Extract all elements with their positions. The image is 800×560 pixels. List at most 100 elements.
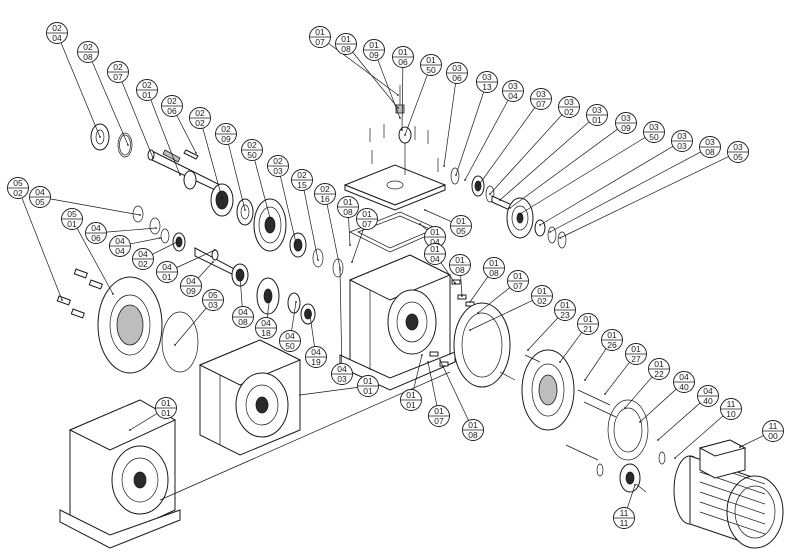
callout-group-number: 02 — [52, 23, 62, 33]
leader-dot — [269, 217, 271, 219]
leader-line — [489, 114, 563, 195]
leader-dot — [212, 261, 214, 263]
callout-item-number: 06 — [452, 73, 462, 83]
callout-group-number: 03 — [508, 81, 518, 91]
leader-dot — [239, 275, 241, 277]
callout-item-number: 05 — [733, 152, 743, 162]
leader-dot — [159, 237, 161, 239]
leader-dot — [527, 349, 529, 351]
callout-item-number: 40 — [703, 396, 713, 406]
callout-item-number: 50 — [426, 65, 436, 75]
callout-item-number: 01 — [161, 408, 171, 418]
callout-group-number: 02 — [167, 96, 177, 106]
leader-line — [106, 227, 157, 233]
electric-motor — [673, 439, 784, 549]
callout-group-number: 04 — [679, 372, 689, 382]
callout-group-number: 03 — [482, 72, 492, 82]
callout-item-number: 50 — [649, 132, 659, 142]
callout-group-number: 05 — [13, 178, 23, 188]
callout-group-number: 02 — [247, 140, 257, 150]
leader-line — [674, 415, 724, 459]
leader-line — [76, 228, 114, 295]
callout-item-number: 27 — [631, 354, 641, 364]
callout-item-number: 50 — [247, 150, 257, 160]
callout-group-number: 03 — [564, 97, 574, 107]
callout-item-number: 03 — [337, 374, 347, 384]
leader-line — [129, 413, 158, 431]
circlip — [117, 132, 133, 158]
leader-line — [624, 376, 653, 409]
leader-dot — [439, 359, 441, 361]
seal-ring — [149, 217, 161, 235]
leader-dot — [519, 213, 521, 215]
callout-group-number: 02 — [195, 108, 205, 118]
leader-line — [254, 160, 271, 219]
callout-group-number: 04 — [703, 386, 713, 396]
callout-item-number: 08 — [83, 52, 93, 62]
leader-dot — [477, 185, 479, 187]
callout-item-number: 08 — [455, 265, 465, 275]
callout-item-number: 04 — [115, 246, 125, 256]
callout-item-number: 04 — [430, 254, 440, 264]
leader-dot — [295, 242, 297, 244]
circlip — [596, 451, 666, 477]
leader-line — [50, 198, 141, 216]
callout-group-number: 04 — [238, 307, 248, 317]
callout-group-number: 01 — [607, 330, 617, 340]
leader-line — [499, 121, 590, 201]
callout-group-number: 02 — [221, 124, 231, 134]
leader-line — [424, 209, 452, 223]
callout-item-number: 21 — [583, 324, 593, 334]
leader-line — [440, 262, 456, 284]
leader-line — [626, 484, 636, 509]
leader-line — [176, 115, 197, 154]
callout-group-number: 02 — [297, 170, 307, 180]
leader-dot — [214, 249, 216, 251]
leader-line — [404, 74, 428, 136]
motor-flange — [521, 349, 575, 431]
leader-line — [91, 61, 129, 146]
leader-dot — [584, 379, 586, 381]
callout-item-number: 07 — [536, 99, 546, 109]
leader-line — [202, 128, 223, 199]
washer — [160, 228, 170, 244]
leader-line — [559, 156, 729, 239]
callout-group-number: 03 — [677, 131, 687, 141]
callout-item-number: 23 — [560, 310, 570, 320]
callout-item-number: 13 — [482, 82, 492, 92]
leader-line — [291, 301, 297, 331]
callout-item-number: 08 — [468, 430, 478, 440]
leader-dot — [657, 439, 659, 441]
leader-line — [60, 42, 101, 138]
leader-line — [377, 59, 401, 119]
callout-item-number: 02 — [195, 118, 205, 128]
leader-line — [303, 190, 319, 261]
leader-dot — [176, 241, 178, 243]
leader-line — [559, 332, 583, 363]
leader-dot — [299, 394, 301, 396]
leader-dot — [244, 209, 246, 211]
callout-item-number: 09 — [369, 50, 379, 60]
